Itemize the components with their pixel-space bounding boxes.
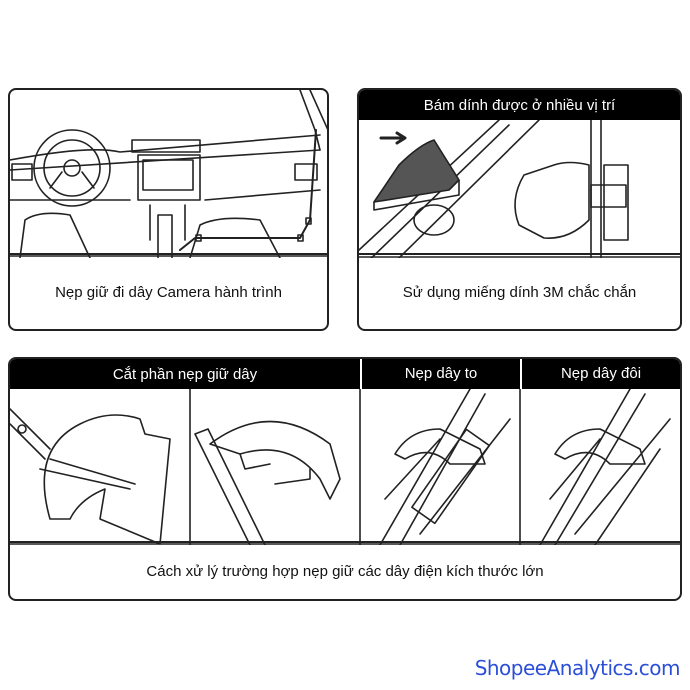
- adhesive-illustration: [359, 120, 680, 258]
- header-cut-clip: Cắt phần nẹp giữ dây: [112, 365, 258, 383]
- adhesive-caption: Sử dụng miếng dính 3M chắc chắn: [359, 253, 680, 329]
- adhesive-header: Bám dính được ở nhiều vị trí: [359, 90, 680, 120]
- header-large-wire: Nẹp dây to: [360, 359, 520, 389]
- large-wires-header-bar: Cắt phần nẹp giữ dây Nẹp dây to Nẹp dây …: [10, 359, 680, 389]
- adhesive-panel: Bám dính được ở nhiều vị trí Sử dụng miế…: [357, 88, 682, 331]
- large-wires-caption: Cách xử lý trường hợp nẹp giữ các dây đi…: [10, 541, 680, 599]
- watermark: ShopeeAnalytics.com: [474, 656, 681, 680]
- large-wires-panel: Cắt phần nẹp giữ dây Nẹp dây to Nẹp dây …: [8, 357, 682, 601]
- clip-illustrations: [10, 389, 680, 545]
- dashcam-panel: Nẹp giữ đi dây Camera hành trình: [8, 88, 329, 331]
- header-double-wire: Nẹp dây đôi: [520, 359, 680, 389]
- arrow-icon: [379, 131, 407, 145]
- dashcam-caption: Nẹp giữ đi dây Camera hành trình: [10, 253, 327, 329]
- car-dashboard-illustration: [10, 90, 327, 258]
